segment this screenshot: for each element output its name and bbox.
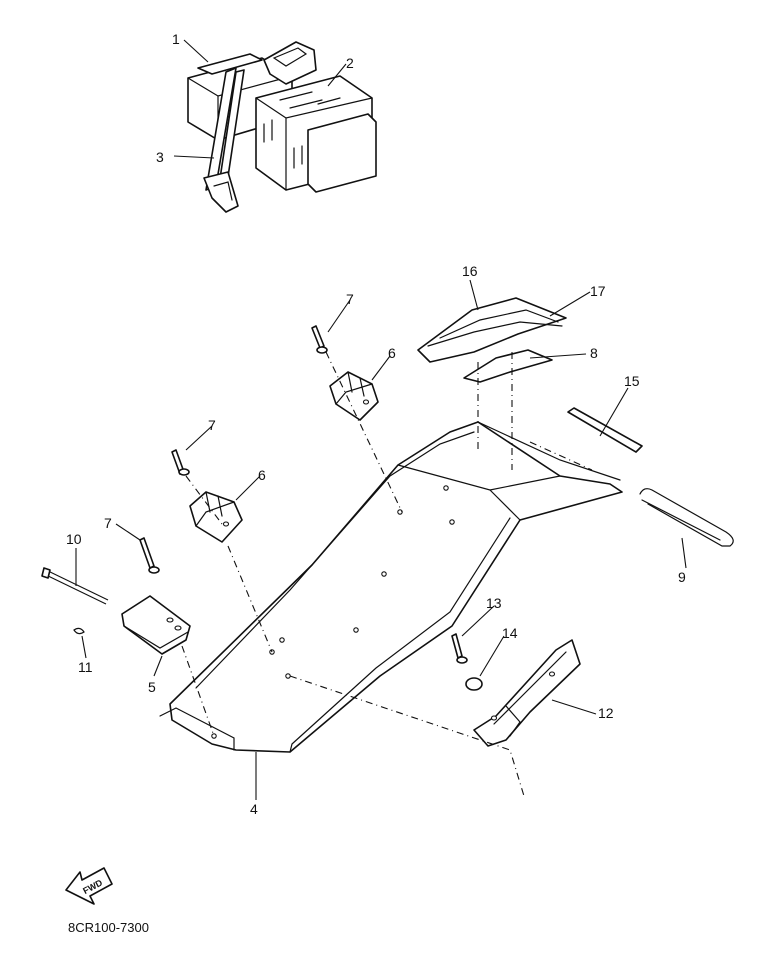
bracket-part-5: [41, 567, 191, 655]
callout-16: 16: [462, 263, 478, 279]
bracket-part-6-lower: [189, 491, 243, 543]
battery-assembly: [187, 41, 377, 213]
assembly-lines: [181, 351, 593, 797]
wire-part-9: [639, 488, 734, 547]
leader-lines: [75, 39, 687, 800]
callout-3: 3: [156, 149, 164, 165]
bracket-part-6-upper: [329, 371, 379, 421]
screw-part-7-group: [139, 325, 328, 574]
callout-6-lower: 6: [258, 467, 266, 483]
callout-7-middle: 7: [208, 417, 216, 433]
fwd-arrow-icon: FWD: [65, 867, 113, 905]
callout-17: 17: [590, 283, 606, 299]
callout-labels: 1 2 3 4 5 6 6 7 7 7 8 9 10 11 12 13 14 1…: [66, 31, 686, 817]
callout-6-upper: 6: [388, 345, 396, 361]
callout-5: 5: [148, 679, 156, 695]
callout-1: 1: [172, 31, 180, 47]
callout-7-top: 7: [346, 291, 354, 307]
callout-8: 8: [590, 345, 598, 361]
callout-11: 11: [78, 659, 93, 675]
tray-part-4: [159, 421, 623, 753]
bracket-part-12: [451, 633, 581, 747]
callout-15: 15: [624, 373, 640, 389]
rod-part-15: [567, 407, 643, 453]
callout-12: 12: [598, 705, 614, 721]
callout-2: 2: [346, 55, 354, 71]
callout-7-left: 7: [104, 515, 112, 531]
pad-parts-8-16-17: [417, 297, 567, 383]
callout-14: 14: [502, 625, 518, 641]
callout-9: 9: [678, 569, 686, 585]
figure-code: 8CR100-7300: [68, 920, 149, 935]
callout-10: 10: [66, 531, 82, 547]
callout-13: 13: [486, 595, 502, 611]
callout-4: 4: [250, 801, 258, 817]
